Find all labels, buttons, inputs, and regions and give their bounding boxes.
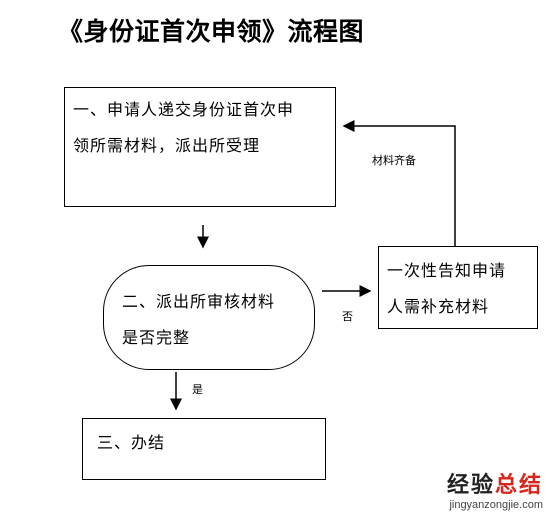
step3-line1: 三、办结	[97, 433, 166, 452]
step1-box: 一、申请人递交身份证首次申 领所需材料，派出所受理	[64, 87, 336, 207]
step2-line1: 二、派出所审核材料	[122, 292, 276, 311]
arrow-notify-to-step1	[342, 120, 456, 246]
notify-box: 一次性告知申请 人需补充材料	[378, 246, 538, 329]
step3-box: 三、办结	[82, 418, 326, 480]
notify-line2: 人需补充材料	[387, 297, 490, 316]
step2-box: 二、派出所审核材料 是否完整	[103, 265, 315, 370]
watermark-logo: 经验总结	[446, 473, 543, 498]
label-materials-ready: 材料齐备	[372, 154, 416, 167]
step1-line1: 一、申请人递交身份证首次申	[73, 100, 295, 119]
step1-line2: 领所需材料，派出所受理	[73, 136, 261, 155]
diagram-title: 《身份证首次申领》流程图	[58, 17, 365, 46]
step2-line2: 是否完整	[122, 328, 191, 347]
watermark: 经验总结 jingyanzongjie.com	[447, 467, 543, 511]
label-no: 否	[342, 310, 353, 323]
notify-line1: 一次性告知申请	[387, 261, 507, 280]
label-yes: 是	[192, 383, 203, 396]
watermark-url: jingyanzongjie.com	[449, 499, 543, 511]
